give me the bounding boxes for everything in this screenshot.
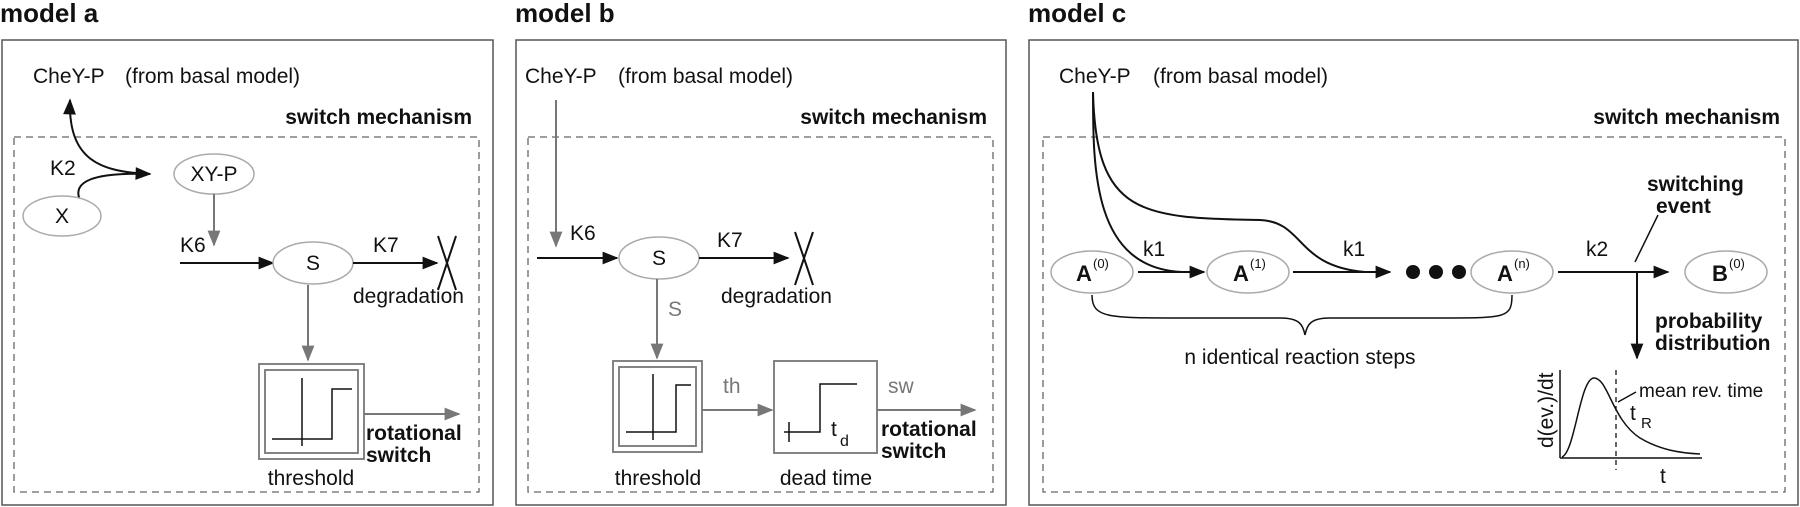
panel-c-a0-sup: (0) bbox=[1093, 256, 1109, 271]
panel-c-event: event bbox=[1656, 195, 1711, 218]
panel-c-distribution-plot bbox=[1559, 370, 1702, 470]
panel-c-node-a1 bbox=[1206, 250, 1290, 294]
panel-c-b0-label: B bbox=[1712, 261, 1728, 286]
panel-b-td: t bbox=[831, 418, 837, 441]
panel-b-k7: K7 bbox=[717, 229, 743, 252]
panel-c-a1-sup: (1) bbox=[1250, 256, 1266, 271]
panel-b-degradation: degradation bbox=[721, 285, 832, 308]
panel-c-cheyp-curve-2 bbox=[1092, 91, 1366, 273]
panel-c-switching-event-pointer bbox=[1634, 214, 1659, 263]
panel-c-frame bbox=[1028, 39, 1799, 506]
panel-c-title: model c bbox=[1028, 0, 1126, 28]
panel-b-th: th bbox=[723, 375, 741, 398]
panel-a-degradation-mark bbox=[437, 235, 457, 291]
panel-c-mean-pointer bbox=[1617, 391, 1637, 403]
panel-c-probability: probability bbox=[1655, 310, 1763, 333]
panel-c-from-basal: (from basal model) bbox=[1153, 65, 1328, 88]
panel-a-switch-box bbox=[13, 136, 480, 493]
panel-model-b: model b CheY-P (from basal model) switch… bbox=[515, 0, 1007, 506]
panel-c-ellipsis-dot-2 bbox=[1429, 265, 1443, 279]
panel-c-switching: switching bbox=[1647, 173, 1744, 196]
panel-a-frame bbox=[1, 39, 494, 506]
panel-b-s: S bbox=[652, 247, 666, 270]
panel-c-mean-rev: mean rev. time bbox=[1639, 381, 1763, 402]
panel-model-c: model c CheY-P (from basal model) switch… bbox=[1028, 0, 1799, 506]
panel-c-tr: t bbox=[1630, 402, 1636, 425]
panel-a-k2-forward-arrow bbox=[77, 167, 152, 201]
panel-a-xyp: XY-P bbox=[190, 163, 237, 186]
panel-c-k2: k2 bbox=[1586, 238, 1608, 261]
panel-c-node-an bbox=[1470, 250, 1554, 294]
panel-c-k1-first: k1 bbox=[1143, 238, 1165, 261]
panel-b-k6: K6 bbox=[570, 222, 596, 245]
panel-c-switch-box bbox=[1042, 136, 1786, 493]
panel-b-rotational: rotational bbox=[881, 418, 977, 441]
panel-a-threshold-block bbox=[258, 363, 365, 460]
panel-a-k2: K2 bbox=[50, 157, 76, 180]
panel-b-switch: switch bbox=[881, 440, 946, 463]
panel-a-k7: K7 bbox=[373, 234, 399, 257]
panel-a-threshold: threshold bbox=[268, 467, 354, 490]
panel-b-sw: sw bbox=[888, 375, 915, 398]
panel-c-node-b0 bbox=[1684, 250, 1768, 294]
panel-b-frame bbox=[515, 39, 1007, 506]
panel-a-switch: switch bbox=[366, 444, 431, 467]
panel-c-an-sup: (n) bbox=[1514, 256, 1530, 271]
panel-c-an-label: A bbox=[1497, 261, 1513, 286]
panel-a-node-x bbox=[22, 195, 102, 237]
panel-b-dead-time: dead time bbox=[780, 467, 872, 490]
panel-a-switch-mechanism: switch mechanism bbox=[285, 106, 472, 129]
panel-a-from-basal: (from basal model) bbox=[125, 65, 300, 88]
panel-b-cheyp: CheY-P bbox=[525, 65, 597, 88]
panel-c-identical-steps: n identical reaction steps bbox=[1184, 346, 1415, 369]
panel-model-a: model a CheY-P (from basal model) switch… bbox=[0, 0, 494, 506]
panel-c-cheyp: CheY-P bbox=[1059, 65, 1131, 88]
panel-c-k1-second: k1 bbox=[1343, 238, 1365, 261]
panel-c-distribution: distribution bbox=[1655, 332, 1770, 355]
panel-b-title: model b bbox=[515, 0, 615, 28]
panel-b-switch-mechanism: switch mechanism bbox=[800, 106, 987, 129]
panel-c-plot-curve bbox=[1561, 377, 1701, 458]
panel-c-ellipsis-dot-3 bbox=[1452, 265, 1466, 279]
panel-c-plot-ylabel: d(ev.)/dt bbox=[1535, 372, 1558, 448]
panel-b-s-signal: S bbox=[668, 298, 682, 321]
panel-c-ellipsis-dot-1 bbox=[1406, 265, 1420, 279]
panel-b-from-basal: (from basal model) bbox=[618, 65, 793, 88]
panel-c-a1-label: A bbox=[1233, 261, 1249, 286]
panel-a-rotational: rotational bbox=[366, 422, 462, 445]
panel-a-degradation: degradation bbox=[353, 285, 464, 308]
panel-c-tr-sub: R bbox=[1641, 415, 1652, 432]
panel-c-switch-mechanism: switch mechanism bbox=[1593, 106, 1780, 129]
panel-c-b0-sup: (0) bbox=[1729, 256, 1745, 271]
panel-c-cheyp-curve-1 bbox=[1092, 91, 1183, 273]
panel-c-node-a0 bbox=[1050, 250, 1134, 294]
panel-b-switch-box bbox=[527, 136, 994, 493]
panel-a-cheyp: CheY-P bbox=[33, 65, 105, 88]
panel-a-s: S bbox=[306, 252, 320, 275]
panel-c-a0-label: A bbox=[1076, 261, 1092, 286]
panel-a-k6: K6 bbox=[180, 234, 206, 257]
panel-b-dead-time-block bbox=[773, 360, 878, 454]
panel-c-plot-xlabel: t bbox=[1660, 465, 1666, 488]
panel-a-title: model a bbox=[0, 0, 99, 28]
panel-a-x: X bbox=[55, 205, 69, 228]
panel-a-cheyp-release-arrow bbox=[63, 98, 151, 175]
panel-b-threshold-block bbox=[612, 360, 703, 453]
panel-c-brace bbox=[1091, 294, 1513, 336]
panel-b-degradation-mark bbox=[794, 231, 814, 286]
panel-b-threshold: threshold bbox=[615, 467, 701, 490]
panel-b-td-sub: d bbox=[840, 433, 849, 450]
